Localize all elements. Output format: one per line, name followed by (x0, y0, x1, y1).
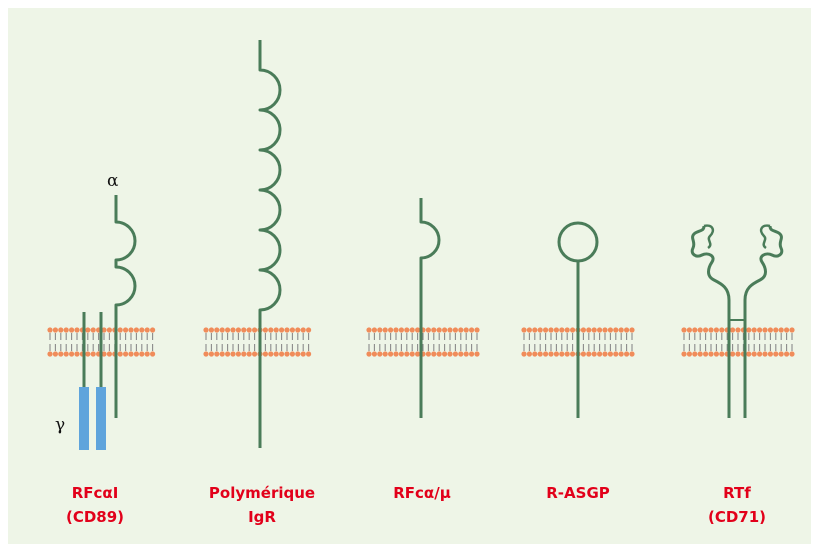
membrane-pigr (203, 327, 312, 357)
label-rfcai-line2: (CD89) (66, 508, 124, 526)
membrane-rfc-alpha-mu (366, 327, 480, 357)
label-pigr-line1: Polymérique (209, 484, 315, 502)
receptor-labels: RFcαI (CD89) Polymérique IgR RFcα/μ R-AS… (66, 484, 766, 526)
membrane-rfcai (47, 327, 156, 357)
rtf-right-chain (743, 225, 784, 418)
label-rfc-alpha-mu: RFcα/μ (393, 484, 451, 502)
label-rtf-line1: RTf (723, 484, 751, 502)
receptor-r-asgp (557, 221, 599, 418)
receptor-rfc-alpha-mu (419, 198, 441, 418)
label-rfcai-line1: RFcαI (72, 484, 119, 502)
gamma-label: γ (55, 415, 65, 435)
receptor-rtf (690, 224, 784, 418)
diagram-background (8, 8, 811, 544)
rfc-alpha-mu-chain (419, 198, 441, 418)
alpha-label: α (107, 171, 119, 191)
gamma-chain-left (79, 387, 89, 450)
label-pigr-line2: IgR (248, 508, 276, 526)
receptor-rfcai: α γ (55, 171, 137, 450)
receptor-polymeric-igr (258, 40, 282, 448)
rtf-left-apical-domain (703, 224, 715, 250)
rtf-left-chain (690, 225, 731, 418)
label-rtf-line2: (CD71) (708, 508, 766, 526)
membranes (47, 327, 795, 357)
pigr-chain (258, 40, 282, 448)
label-r-asgp: R-ASGP (546, 484, 610, 502)
gamma-chain-right (96, 387, 106, 450)
rtf-right-apical-domain (759, 224, 771, 250)
alpha-chain (114, 195, 137, 418)
